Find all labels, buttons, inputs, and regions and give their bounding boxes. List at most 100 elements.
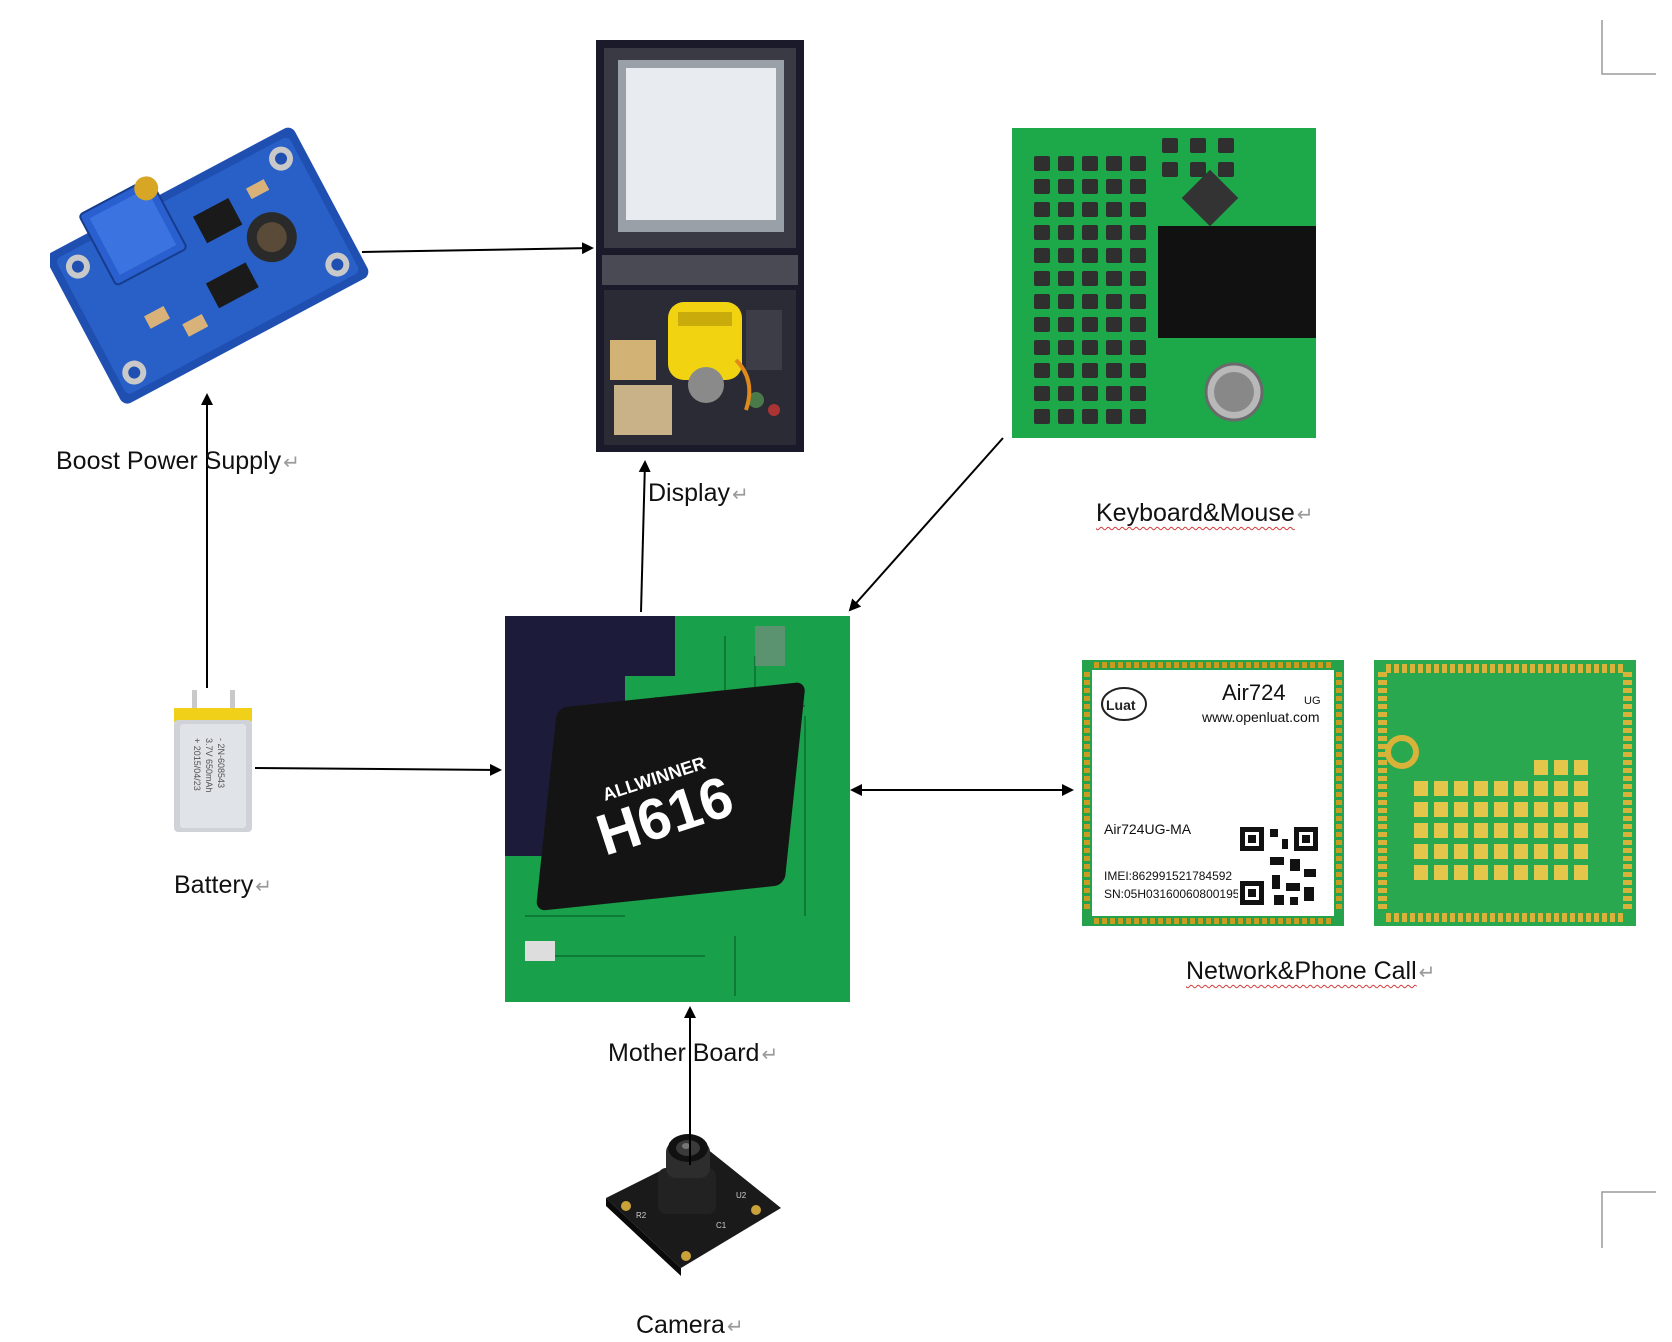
modem-pad (1578, 913, 1583, 922)
modem-pad (1336, 728, 1342, 733)
modem-logo: Luat (1106, 697, 1136, 713)
keyboard-key (1034, 202, 1050, 217)
paragraph-mark: ↵ (761, 1044, 779, 1066)
modem-pad (1546, 664, 1551, 673)
modem-grid-pad (1514, 823, 1528, 838)
modem-grid-pad (1574, 781, 1588, 796)
keyboard-key (1058, 271, 1074, 286)
modem-pad (1623, 800, 1632, 805)
modem-pad (1084, 752, 1090, 757)
modem-grid-pad (1454, 823, 1468, 838)
modem-pad (1084, 672, 1090, 677)
modem-grid-pad (1414, 802, 1428, 817)
modem-pad (1623, 720, 1632, 725)
keyboard-mouse-image (1012, 128, 1316, 438)
modem-grid-pad (1454, 844, 1468, 859)
modem-pad (1623, 688, 1632, 693)
modem-pad (1434, 664, 1439, 673)
modem-pad (1084, 856, 1090, 861)
modem-grid-pad (1534, 823, 1548, 838)
keyboard-key (1106, 363, 1122, 378)
modem-pad (1084, 736, 1090, 741)
modem-pad (1618, 913, 1623, 922)
modem-pad (1623, 760, 1632, 765)
modem-pad (1482, 664, 1487, 673)
modem-pad (1270, 662, 1275, 668)
modem-pad (1394, 664, 1399, 673)
modem-pad (1084, 704, 1090, 709)
modem-pad (1623, 792, 1632, 797)
keyboard-key (1130, 294, 1146, 309)
modem-pad (1586, 664, 1591, 673)
display-image (596, 40, 804, 452)
keyboard-key (1082, 156, 1098, 171)
modem-pad (1084, 792, 1090, 797)
label-battery: Battery↵ (174, 871, 272, 899)
modem-pad (1084, 896, 1090, 901)
modem-pad (1084, 728, 1090, 733)
modem-pad (1336, 720, 1342, 725)
network-module-back-image (1374, 660, 1636, 926)
paragraph-mark: ↵ (726, 1316, 744, 1338)
modem-pad (1378, 888, 1387, 893)
modem-pad (1570, 664, 1575, 673)
modem-pad (1378, 872, 1387, 877)
modem-grid-pad (1454, 781, 1468, 796)
modem-pad (1378, 688, 1387, 693)
modem-pad (1336, 760, 1342, 765)
modem-pad (1378, 712, 1387, 717)
modem-pad (1286, 662, 1291, 668)
modem-grid-pad (1554, 760, 1568, 775)
keyboard-key (1106, 179, 1122, 194)
modem-pad (1514, 913, 1519, 922)
modem-pad (1378, 904, 1387, 909)
paragraph-mark: ↵ (1296, 504, 1314, 526)
modem-pad (1084, 824, 1090, 829)
keyboard-key (1082, 294, 1098, 309)
modem-grid-pad (1414, 865, 1428, 880)
modem-pad (1506, 664, 1511, 673)
keyboard-key (1034, 409, 1050, 424)
modem-pad (1378, 704, 1387, 709)
modem-grid-pad (1474, 823, 1488, 838)
modem-pad (1522, 913, 1527, 922)
modem-pad (1378, 880, 1387, 885)
modem-pad (1118, 918, 1123, 924)
modem-pad (1336, 824, 1342, 829)
modem-pad (1474, 913, 1479, 922)
modem-pad (1514, 664, 1519, 673)
modem-pad (1084, 840, 1090, 845)
modem-pad (1498, 913, 1503, 922)
modem-grid-pad (1474, 781, 1488, 796)
modem-pad (1336, 792, 1342, 797)
modem-grid-pad (1514, 844, 1528, 859)
modem-pad (1084, 880, 1090, 885)
modem-pad (1623, 744, 1632, 749)
modem-pad (1623, 824, 1632, 829)
modem-grid-pad (1474, 865, 1488, 880)
modem-pad (1378, 808, 1387, 813)
modem-pad (1418, 664, 1423, 673)
keyboard-key (1034, 248, 1050, 263)
modem-grid-pad (1574, 844, 1588, 859)
modem-pad (1150, 918, 1155, 924)
modem-pad (1246, 918, 1251, 924)
modem-pad (1084, 768, 1090, 773)
modem-pad (1442, 664, 1447, 673)
modem-pad (1158, 662, 1163, 668)
motherboard-image: ALLWINNER H616 (505, 616, 850, 1002)
svg-text:- 2N-608543: - 2N-608543 (216, 738, 226, 788)
modem-pad (1336, 904, 1342, 909)
modem-pad (1254, 662, 1259, 668)
modem-pad (1310, 918, 1315, 924)
keyboard-key (1058, 156, 1074, 171)
modem-pad (1386, 664, 1391, 673)
modem-pad (1623, 680, 1632, 685)
keyboard-key (1034, 179, 1050, 194)
modem-pad (1336, 672, 1342, 677)
modem-pad (1562, 913, 1567, 922)
keyboard-key (1130, 202, 1146, 217)
modem-grid-pad (1574, 865, 1588, 880)
modem-pad (1084, 888, 1090, 893)
keyboard-key (1130, 248, 1146, 263)
